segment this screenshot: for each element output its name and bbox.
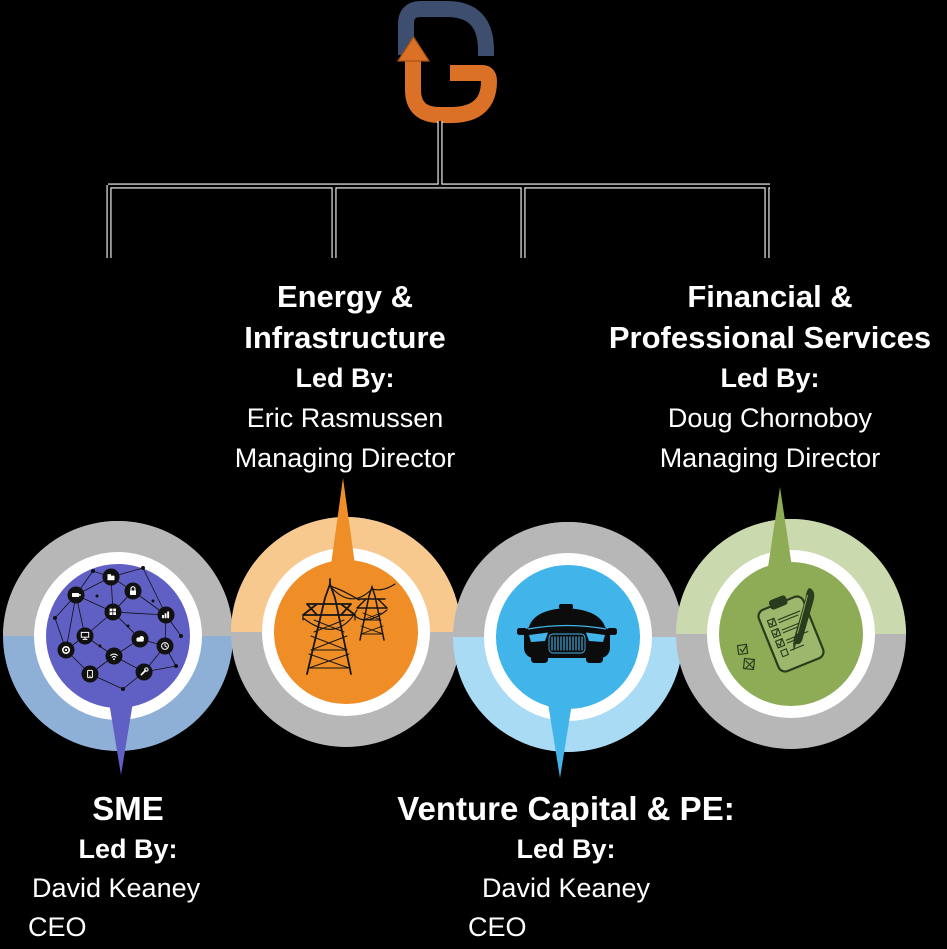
unit-title-line2: Infrastructure (244, 320, 446, 355)
led-by-label: Led By: (78, 834, 178, 864)
logo-g-shape (405, 59, 498, 123)
led-by-label: Led By: (516, 834, 616, 864)
unit-title: SME (92, 790, 164, 827)
leader-name: Eric Rasmussen (246, 403, 444, 433)
leader-name: David Keaney (32, 873, 201, 903)
unit-title-line2: Professional Services (608, 320, 932, 355)
unit-title: Energy & (276, 279, 414, 314)
connector-line (107, 121, 770, 258)
unit-circle-energy (231, 478, 461, 747)
unit-title: Venture Capital & PE: (397, 790, 735, 827)
led-by-label: Led By: (295, 363, 395, 393)
unit-circle-sme (3, 521, 233, 775)
logo-d-shape (398, 0, 494, 56)
pointer-tail-up (767, 487, 793, 574)
inner-disc (719, 562, 863, 706)
pointer-tail-up (330, 478, 356, 572)
org-tree-connector (106, 121, 770, 258)
leader-role: CEO (28, 912, 87, 942)
leader-name: David Keaney (481, 873, 651, 903)
unit-label-energy: Energy & Infrastructure Led By: Eric Ras… (165, 276, 525, 478)
unit-circle-venture (453, 522, 683, 778)
clipboard-pen-icon (736, 587, 825, 673)
unit-label-sme: SME Led By: David Keaney CEO (28, 789, 228, 947)
leader-role: Managing Director (659, 443, 881, 473)
leader-name: Doug Chornoboy (667, 403, 873, 433)
inner-disc (274, 560, 418, 704)
leader-role: CEO (468, 912, 527, 942)
logo-up-arrow-icon (396, 35, 431, 62)
network-icon (53, 566, 183, 691)
leader-role: Managing Director (234, 443, 456, 473)
unit-title: Financial & (687, 279, 853, 314)
power-towers-icon (302, 578, 396, 675)
company-logo-dg-icon (396, 0, 498, 123)
led-by-label: Led By: (720, 363, 820, 393)
unit-label-financial: Financial & Professional Services Led By… (593, 276, 947, 478)
unit-label-venture: Venture Capital & PE: Led By: David Kean… (390, 789, 742, 947)
car-icon (517, 604, 617, 663)
pointer-tail-down (108, 696, 134, 775)
pointer-tail-down (547, 697, 573, 778)
unit-circle-financial (676, 487, 906, 749)
